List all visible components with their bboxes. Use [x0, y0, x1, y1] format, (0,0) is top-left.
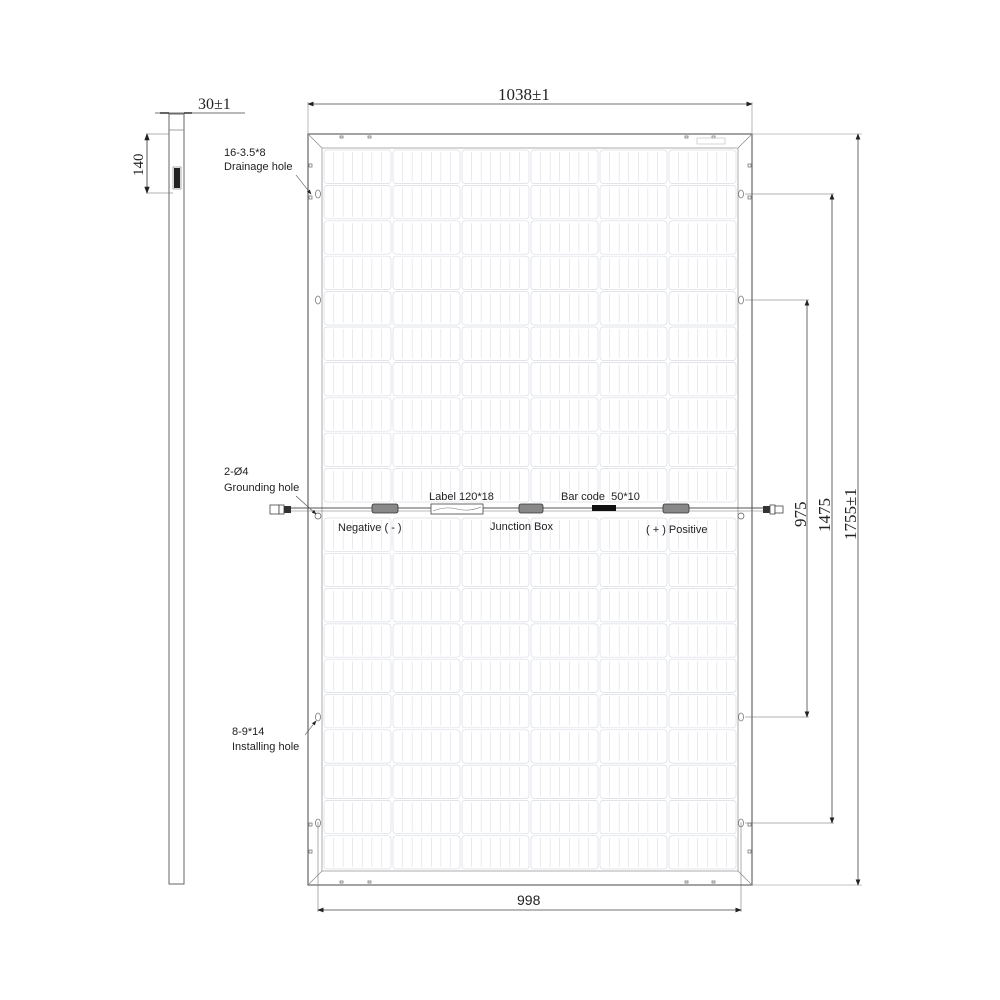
- negative-label: Negative ( - ): [338, 522, 402, 534]
- inner-width-label: 998: [517, 892, 541, 908]
- side-view: 30±1 140: [131, 96, 245, 885]
- height-label: 1755±1: [841, 488, 860, 540]
- side-profile: [168, 113, 185, 885]
- side-junction-box: [174, 168, 180, 188]
- junction-label: Junction Box: [490, 521, 553, 533]
- negative-junction-box: [371, 503, 399, 514]
- thickness-label: 30±1: [198, 96, 231, 113]
- center-junction-box: [518, 503, 544, 514]
- installing-label: Installing hole: [232, 741, 299, 753]
- grounding-spec: 2-Ø4: [224, 466, 248, 478]
- drainage-spec: 16-3.5*8: [224, 147, 266, 159]
- mount-span-inner-label: 975: [791, 502, 810, 528]
- negative-connector-icon: [269, 504, 291, 515]
- width-label: 1038±1: [498, 85, 550, 104]
- grounding-hole-right: [737, 512, 745, 520]
- grounding-hole-left: [314, 512, 322, 520]
- cell-grid: [323, 149, 737, 870]
- junction-box-assembly: [269, 503, 784, 520]
- front-view: 1038±1 998 1755±1 1475 975 16-3.5*8 Drai…: [224, 85, 862, 913]
- positive-connector-icon: [763, 504, 784, 515]
- installing-holes: [315, 189, 744, 828]
- offset-label: 140: [131, 154, 147, 177]
- barcode-plate: [592, 505, 616, 511]
- barcode-spec: Bar code 50*10: [561, 491, 640, 503]
- installing-spec: 8-9*14: [232, 726, 264, 738]
- grounding-label: Grounding hole: [224, 482, 299, 494]
- drainage-label: Drainage hole: [224, 161, 293, 173]
- positive-junction-box: [662, 503, 690, 514]
- positive-label: ( + ) Positive: [646, 524, 707, 536]
- mount-span-outer-label: 1475: [815, 498, 834, 532]
- label-spec: Label 120*18: [429, 491, 494, 503]
